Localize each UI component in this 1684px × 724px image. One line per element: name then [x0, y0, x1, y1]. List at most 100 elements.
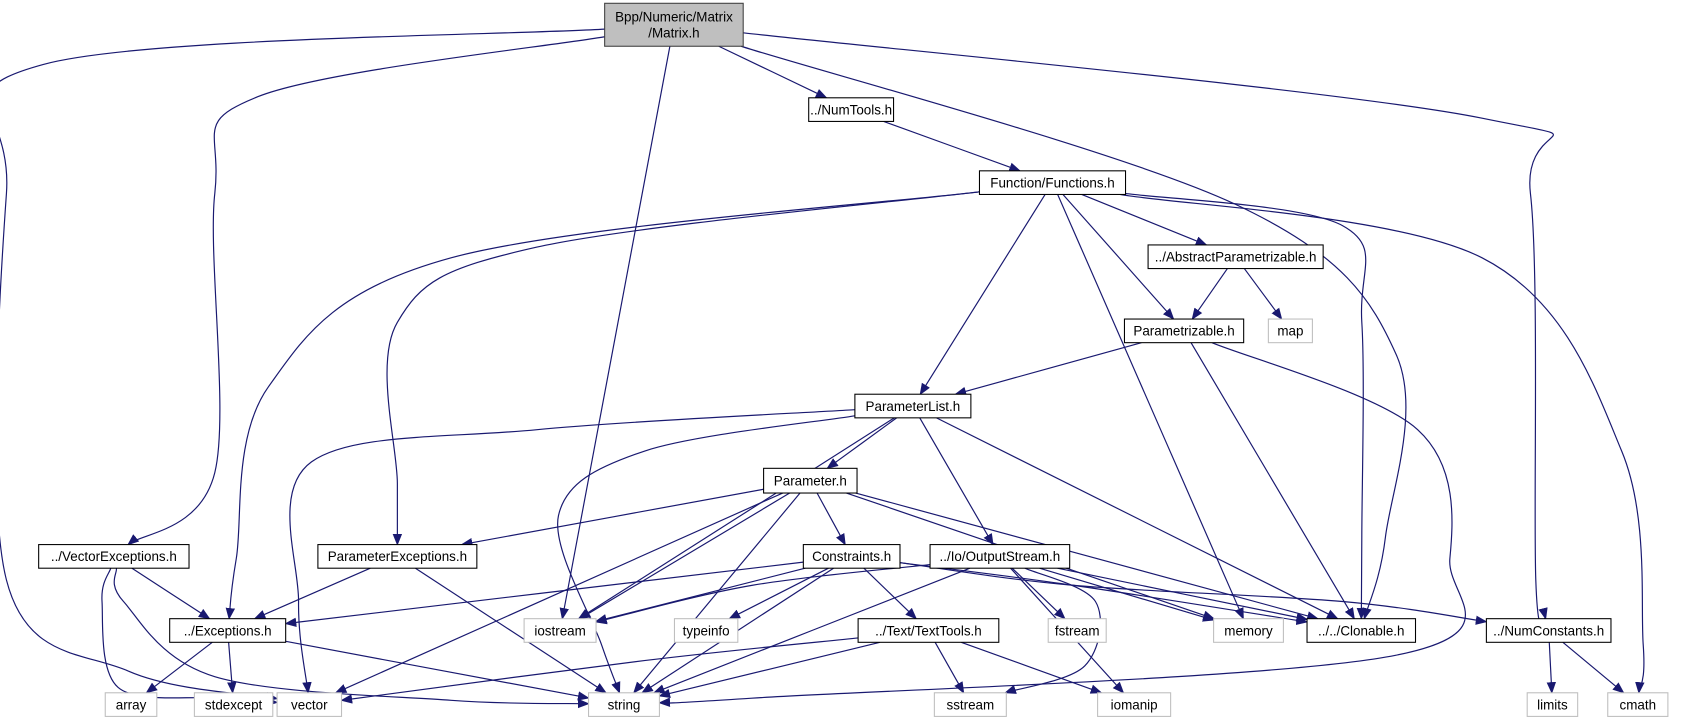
edge-functions-to-clonable	[1125, 192, 1367, 620]
node-label: ../Io/OutputStream.h	[940, 549, 1061, 564]
edge-functions-to-exceptions	[225, 191, 980, 620]
node-vecexc[interactable]: ../VectorExceptions.h	[38, 544, 190, 569]
node-parametrizable[interactable]: Parametrizable.h	[1123, 318, 1245, 344]
node-box	[857, 618, 1000, 643]
edge-paramlist-to-string	[557, 415, 855, 694]
edge-constraints-to-exceptions	[284, 561, 804, 628]
node-box	[604, 2, 744, 47]
edge-exceptions-to-string	[285, 640, 590, 701]
edge-exceptions-to-array	[145, 641, 213, 694]
node-functions[interactable]: Function/Functions.h	[978, 170, 1127, 195]
node-label: fstream	[1055, 623, 1100, 638]
edge-matrix-to-numtools	[718, 45, 828, 99]
node-numtools[interactable]: ../NumTools.h	[808, 97, 895, 122]
node-box	[1526, 692, 1579, 717]
node-label: Parameter.h	[774, 474, 847, 489]
node-label: /Matrix.h	[648, 26, 699, 41]
node-clonable[interactable]: ../../Clonable.h	[1306, 618, 1417, 643]
edge-outputstream-to-memory	[1039, 567, 1215, 622]
node-box	[1607, 692, 1669, 717]
node-box	[929, 544, 1071, 569]
node-array: array	[104, 692, 158, 717]
node-box	[673, 618, 739, 643]
node-label: ParameterExceptions.h	[328, 549, 467, 564]
edge-parameter-to-vector	[334, 492, 783, 694]
edge-paramlist-to-iostream	[577, 417, 895, 620]
node-label: vector	[291, 697, 328, 712]
edge-functions-to-memory	[1057, 194, 1244, 620]
edge-functions-to-paramexc	[386, 191, 980, 546]
node-label: Function/Functions.h	[990, 175, 1114, 190]
node-constraints[interactable]: Constraints.h	[802, 544, 901, 569]
node-box	[1047, 618, 1107, 643]
edge-paramlist-to-parameter	[826, 417, 897, 470]
node-box	[1267, 318, 1313, 344]
edge-functions-to-parametrizable	[1062, 194, 1175, 320]
node-paramexc[interactable]: ParameterExceptions.h	[317, 544, 478, 569]
node-label: ../Exceptions.h	[184, 623, 272, 638]
edge-constraints-to-numconstants	[899, 562, 1488, 625]
node-matrix[interactable]: Bpp/Numeric/Matrix/Matrix.h	[604, 2, 744, 47]
node-box	[38, 544, 190, 569]
node-label: Parametrizable.h	[1133, 324, 1234, 339]
edge-numconstants-to-limits	[1546, 642, 1557, 694]
node-label: limits	[1537, 697, 1568, 712]
node-label: ../Text/TextTools.h	[875, 623, 982, 638]
node-box	[978, 170, 1127, 195]
node-box	[1097, 692, 1172, 717]
node-paramlist[interactable]: ParameterList.h	[854, 393, 972, 419]
node-box	[763, 467, 858, 494]
edge-abstract-to-parametrizable	[1191, 268, 1228, 321]
node-texttools[interactable]: ../Text/TextTools.h	[857, 618, 1000, 643]
node-limits: limits	[1526, 692, 1579, 717]
edge-matrix-to-numconstants	[743, 32, 1554, 624]
node-box	[169, 618, 287, 643]
edge-parameter-to-clonable	[855, 492, 1319, 621]
edge-vecexc-to-string	[113, 568, 590, 709]
node-label: map	[1277, 324, 1303, 339]
edge-paramlist-to-outputstream	[919, 417, 994, 546]
node-label: ../VectorExceptions.h	[51, 549, 177, 564]
edge-outputstream-to-string	[652, 567, 971, 694]
node-box	[588, 692, 660, 717]
edge-constraints-to-iostream	[594, 567, 806, 624]
nodes-layer: Bpp/Numeric/Matrix/Matrix.h ../NumTools.h…	[38, 2, 1669, 717]
edge-parametrizable-to-clonable	[1190, 342, 1355, 620]
node-numconstants[interactable]: ../NumConstants.h	[1485, 618, 1612, 643]
node-label: string	[608, 697, 641, 712]
edge-parameter-to-constraints	[816, 492, 846, 546]
node-abstract[interactable]: ../AbstractParametrizable.h	[1147, 244, 1324, 270]
node-box	[1123, 318, 1245, 344]
node-box	[193, 692, 274, 717]
node-map: map	[1267, 318, 1313, 344]
edge-paramlist-to-vector	[289, 409, 855, 694]
node-label: array	[116, 697, 147, 712]
edge-texttools-to-string	[658, 641, 881, 699]
node-vector: vector	[276, 692, 343, 717]
node-label: iostream	[534, 623, 585, 638]
node-outputstream[interactable]: ../Io/OutputStream.h	[929, 544, 1071, 569]
edge-matrix-to-vecexc	[127, 36, 605, 546]
node-box	[1485, 618, 1612, 643]
node-label: ../../Clonable.h	[1318, 623, 1404, 638]
node-label: ../NumConstants.h	[1493, 623, 1604, 638]
node-exceptions[interactable]: ../Exceptions.h	[169, 618, 287, 643]
edge-texttools-to-sstream	[934, 642, 965, 694]
node-label: ../AbstractParametrizable.h	[1155, 250, 1317, 265]
edge-outputstream-to-fstream	[1011, 567, 1066, 620]
edge-paramexc-to-string	[415, 567, 607, 694]
edge-matrix-to-vector	[0, 28, 605, 702]
edge-functions-to-cmath	[1119, 193, 1645, 694]
node-iostream: iostream	[523, 618, 597, 643]
node-box	[802, 544, 901, 569]
edge-vecexc-to-exceptions	[131, 567, 211, 620]
node-box	[933, 692, 1007, 717]
edge-texttools-to-iomanip	[961, 641, 1103, 694]
node-box	[276, 692, 343, 717]
edge-numtools-to-functions	[883, 120, 1022, 172]
edge-exceptions-to-stdexcept	[227, 642, 237, 694]
edge-matrix-to-clonable	[740, 45, 1407, 620]
edge-parameter-to-paramexc	[460, 488, 764, 548]
edge-paramlist-to-clonable	[936, 417, 1339, 620]
node-parameter[interactable]: Parameter.h	[763, 467, 858, 494]
